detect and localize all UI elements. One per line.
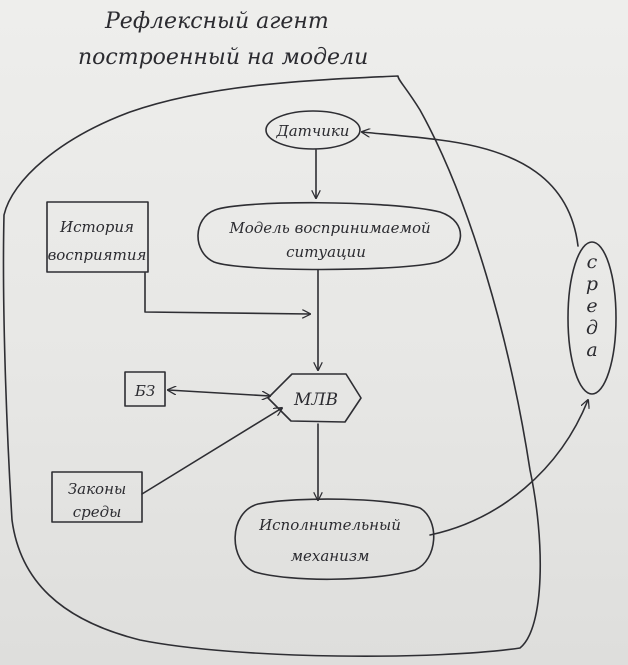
arrow-kb-mlv bbox=[168, 390, 270, 396]
sensors-label: Датчики bbox=[276, 122, 350, 140]
actuator-label-line2: механизм bbox=[291, 547, 370, 565]
sensors-node bbox=[265, 110, 361, 150]
kb-node bbox=[124, 371, 166, 407]
mlv-label: МЛВ bbox=[293, 390, 338, 410]
agent-boundary bbox=[2, 75, 542, 657]
laws-label-line1: Законы bbox=[68, 480, 126, 498]
history-label-line2: восприятия bbox=[48, 246, 147, 264]
model-label-line1: Модель воспринимаемой bbox=[228, 219, 430, 237]
kb-label: БЗ bbox=[134, 382, 155, 400]
model-node bbox=[197, 201, 462, 271]
model-label-line2: ситуации bbox=[286, 243, 366, 261]
environment-node bbox=[567, 241, 617, 395]
history-node bbox=[46, 201, 149, 273]
arrow-history-to-mlv bbox=[144, 272, 310, 314]
actuator-node bbox=[234, 498, 435, 581]
laws-node bbox=[51, 471, 143, 523]
arrow-actuator-to-environment bbox=[429, 400, 588, 536]
arrow-laws-to-mlv bbox=[141, 408, 282, 495]
history-label-line1: История bbox=[59, 218, 134, 236]
title-line1: Рефлексный агент bbox=[104, 9, 329, 34]
title-line2: построенный на модели bbox=[78, 45, 368, 70]
laws-label-line2: среды bbox=[73, 503, 122, 521]
arrow-environment-to-sensors bbox=[362, 132, 579, 247]
actuator-label-line1: Исполнительный bbox=[258, 516, 401, 534]
